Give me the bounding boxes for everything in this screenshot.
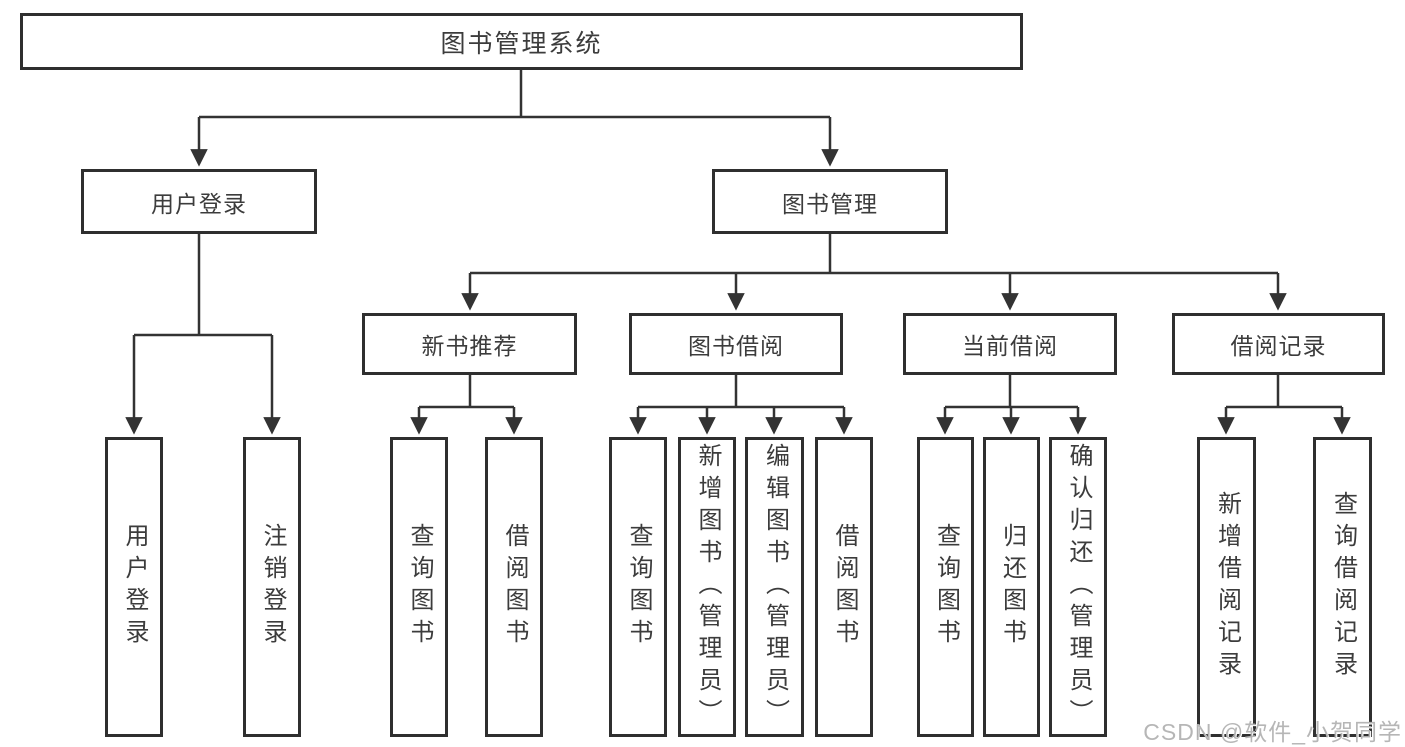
leaf-edit-books-admin: 编辑图书（管理员） [745,437,804,737]
leaf-label: 注销登录 [259,523,286,651]
leaf-query-books: 查询图书 [390,437,448,737]
leaf-label: 新增图书（管理员） [694,443,721,731]
leaf-label: 确认归还（管理员） [1065,443,1092,731]
leaf-label: 查询图书 [932,523,960,651]
node-label: 当前借阅 [962,333,1058,359]
node-book-borrowing: 图书借阅 [629,313,843,375]
leaf-label: 查询图书 [625,523,652,651]
leaf-borrow-books: 借阅图书 [485,437,543,737]
node-current-borrowing: 当前借阅 [903,313,1117,375]
leaf-add-books-admin: 新增图书（管理员） [678,437,736,737]
node-label: 图书管理系统 [440,29,603,58]
leaf-label: 查询图书 [406,523,433,651]
leaf-label: 借阅图书 [501,523,528,651]
node-library-management-system: 图书管理系统 [20,13,1023,70]
leaf-label: 用户登录 [121,523,148,651]
leaf-label: 编辑图书（管理员） [761,443,789,731]
leaf-label: 借阅图书 [831,523,858,651]
node-new-book-recommendation: 新书推荐 [362,313,577,375]
node-label: 图书借阅 [688,333,784,359]
leaf-label: 查询借阅记录 [1329,491,1357,683]
leaf-return-books: 归还图书 [983,437,1040,737]
leaf-query-books: 查询图书 [917,437,974,737]
node-borrowing-records: 借阅记录 [1172,313,1385,375]
leaf-label: 新增借阅记录 [1213,491,1241,683]
node-label: 新书推荐 [421,333,518,359]
leaf-borrow-books: 借阅图书 [815,437,873,737]
node-label: 借阅记录 [1230,333,1327,359]
node-label: 用户登录 [151,190,247,217]
leaf-add-borrow-record: 新增借阅记录 [1197,437,1256,737]
leaf-query-books: 查询图书 [609,437,667,737]
leaf-query-borrow-record: 查询借阅记录 [1313,437,1372,737]
node-book-management: 图书管理 [712,169,948,234]
csdn-watermark: CSDN @软件_小贺同学 [1143,719,1402,745]
leaf-user-login: 用户登录 [105,437,163,737]
leaf-confirm-return-admin: 确认归还（管理员） [1049,437,1107,737]
leaf-logout: 注销登录 [243,437,301,737]
node-user-login: 用户登录 [81,169,317,234]
leaf-label: 归还图书 [998,523,1026,651]
node-label: 图书管理 [782,190,878,217]
